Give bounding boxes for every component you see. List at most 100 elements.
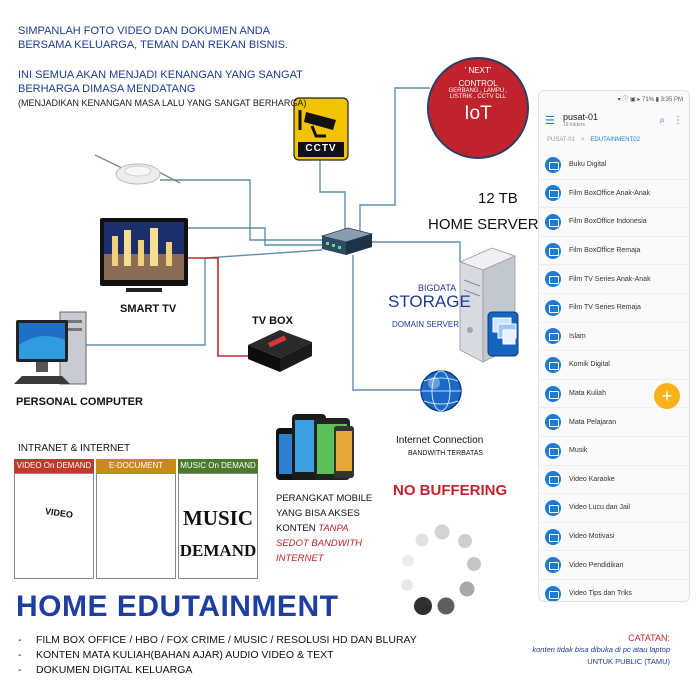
loading-spinner-icon — [401, 524, 481, 615]
folder-icon — [545, 185, 561, 202]
iot-label: IoT — [464, 103, 492, 124]
line-internet — [352, 255, 425, 391]
note-line-2: UNTUK PUBLIC (TAMU) — [587, 657, 670, 666]
folder-name: Buku Digital — [569, 161, 607, 169]
server-bigdata: BIGDATA — [418, 283, 457, 293]
menu-icon[interactable]: ☰ — [545, 114, 555, 127]
feature-list: FILM BOX OFFICE / HBO / FOX CRIME / MUSI… — [18, 633, 518, 678]
folder-name: Komik Digital — [569, 361, 610, 369]
folder-item[interactable]: Video Tips dan Triks — [539, 580, 689, 601]
phone-status-bar: ▾ ⓘ ▣ ▸ 71% ▮ 3:35 PM — [617, 97, 683, 103]
globe-icon — [420, 370, 462, 412]
folder-icon — [545, 442, 561, 459]
breadcrumb: PUSAT-01 > EDUTAINMENT02 — [539, 135, 689, 149]
music-on-demand-card[interactable]: MUSIC On DEMAND MUSIC ON DEMAND — [178, 459, 258, 579]
folder-item[interactable]: Komik Digital — [539, 351, 689, 380]
folder-name: Video Motivasi — [569, 533, 615, 541]
line-server — [370, 241, 461, 262]
music-art-text-1: MUSIC — [182, 506, 253, 530]
mobile-red-3: INTERNET — [276, 553, 324, 564]
cctv-label: CCTV — [305, 143, 337, 154]
line-cctv — [319, 160, 346, 232]
folder-name: Film TV Series Remaja — [569, 304, 641, 312]
mobile-line-2: YANG BISA AKSES — [276, 508, 360, 519]
intro-line-4: BERHARGA DIMASA MENDATANG — [18, 83, 196, 95]
add-button[interactable]: + — [654, 383, 680, 409]
folder-item[interactable]: Islam — [539, 323, 689, 352]
video-on-demand-header: VIDEO On DEMAND — [14, 459, 94, 473]
folder-name: Video Karaoke — [569, 475, 615, 483]
folder-item[interactable]: Film BoxOffice Remaja — [539, 237, 689, 266]
feature-item: FILM BOX OFFICE / HBO / FOX CRIME / MUSI… — [18, 633, 518, 648]
e-document-card[interactable]: E-DOCUMENT PDF — [96, 459, 176, 579]
music-on-demand-header: MUSIC On DEMAND — [178, 459, 258, 473]
feature-item: DOKUMEN DIGITAL KELUARGA — [18, 663, 518, 678]
mobile-red-2: SEDOT BANDWITH — [276, 538, 363, 549]
folder-item[interactable]: Film BoxOffice Indonesia — [539, 208, 689, 237]
video-art-text: VIDEO — [44, 506, 74, 520]
server-capacity: 12 TB — [478, 190, 518, 207]
folder-name: Musik — [569, 447, 588, 455]
breadcrumb-root[interactable]: PUSAT-01 — [547, 137, 575, 143]
pdf-art-text: PDF — [107, 530, 127, 541]
note-line-1: konten tidak bisa dibuka di pc atau lapt… — [532, 645, 670, 654]
intro-line-1: SIMPANLAH FOTO VIDEO DAN DOKUMEN ANDA — [18, 25, 271, 37]
folder-name: Film BoxOffice Anak-Anak — [569, 189, 651, 197]
internet-title: Internet Connection — [396, 435, 484, 446]
server-storage: STORAGE — [388, 292, 471, 311]
feature-item: KONTEN MATA KULIAH(BAHAN AJAR) AUDIO VID… — [18, 648, 518, 663]
note: CATATAN: konten tidak bisa dibuka di pc … — [460, 632, 670, 668]
folder-icon — [545, 499, 561, 516]
mobile-line-1: PERANGKAT MOBILE — [276, 493, 373, 504]
breadcrumb-current[interactable]: EDUTAINMENT02 — [590, 137, 640, 143]
tv-box-label: TV BOX — [252, 315, 293, 327]
phone-file-browser: ▾ ⓘ ▣ ▸ 71% ▮ 3:35 PM ☰ pusat-01 16 fold… — [538, 90, 690, 602]
folder-item[interactable]: Film TV Series Remaja — [539, 294, 689, 323]
folder-item[interactable]: Musik — [539, 437, 689, 466]
folder-name: Mata Pelajaran — [569, 418, 617, 426]
music-art-text-2: ON — [208, 527, 228, 542]
personal-computer-icon — [14, 311, 87, 385]
folder-icon — [545, 242, 561, 259]
access-point-icon — [94, 154, 181, 185]
folder-item[interactable]: Video Karaoke — [539, 466, 689, 495]
folder-icon — [545, 328, 561, 345]
server-icon — [458, 247, 519, 363]
internet-subtitle: BANDWITH TERBATAS — [408, 450, 484, 457]
cctv-icon — [293, 97, 349, 161]
folder-item[interactable]: Film BoxOffice Anak-Anak — [539, 180, 689, 209]
folder-item[interactable]: Film TV Series Anak-Anak — [539, 265, 689, 294]
folder-item[interactable]: Video Lucu dan Jail — [539, 494, 689, 523]
folder-name: Film BoxOffice Indonesia — [569, 218, 647, 226]
phone-toolbar: ☰ pusat-01 16 folders ⌕ ⋮ — [539, 105, 689, 135]
mobile-konten: KONTEN — [276, 523, 316, 534]
tv-box-icon — [248, 330, 312, 372]
intro-text: SIMPANLAH FOTO VIDEO DAN DOKUMEN ANDA BE… — [18, 24, 348, 110]
more-vert-icon[interactable]: ⋮ — [673, 114, 683, 126]
folder-item[interactable]: Video Motivasi — [539, 523, 689, 552]
mobile-red-1: TANPA — [318, 523, 349, 534]
iot-circle — [427, 57, 529, 159]
folder-icon — [545, 356, 561, 373]
folder-icon — [545, 528, 561, 545]
network-switch-icon — [320, 227, 374, 255]
folder-icon — [545, 414, 561, 431]
search-icon[interactable]: ⌕ — [659, 114, 665, 126]
folder-name: Mata Kuliah — [569, 390, 606, 398]
video-on-demand-card[interactable]: VIDEO On DEMAND VIDEO — [14, 459, 94, 579]
line-iot — [359, 87, 430, 232]
pc-label: PERSONAL COMPUTER — [16, 396, 143, 408]
smart-tv-icon — [100, 218, 188, 292]
connection-lines — [85, 87, 461, 391]
folder-item[interactable]: Video Pendidikan — [539, 551, 689, 580]
folder-icon — [545, 271, 561, 288]
folder-item[interactable]: Mata Kuliah — [539, 380, 689, 409]
iot-items-1: GERBANG , LAMPU , — [448, 88, 508, 94]
phone-subtitle: 16 folders — [563, 122, 585, 128]
folder-item[interactable]: Mata Pelajaran — [539, 408, 689, 437]
folder-item[interactable]: Buku Digital — [539, 151, 689, 180]
iot-text: ' NEXT' CONTROL GERBANG , LAMPU , LISTRI… — [430, 66, 526, 125]
iot-next: ' NEXT' — [464, 66, 492, 75]
mobile-text: PERANGKAT MOBILE YANG BISA AKSES KONTEN … — [276, 491, 372, 566]
